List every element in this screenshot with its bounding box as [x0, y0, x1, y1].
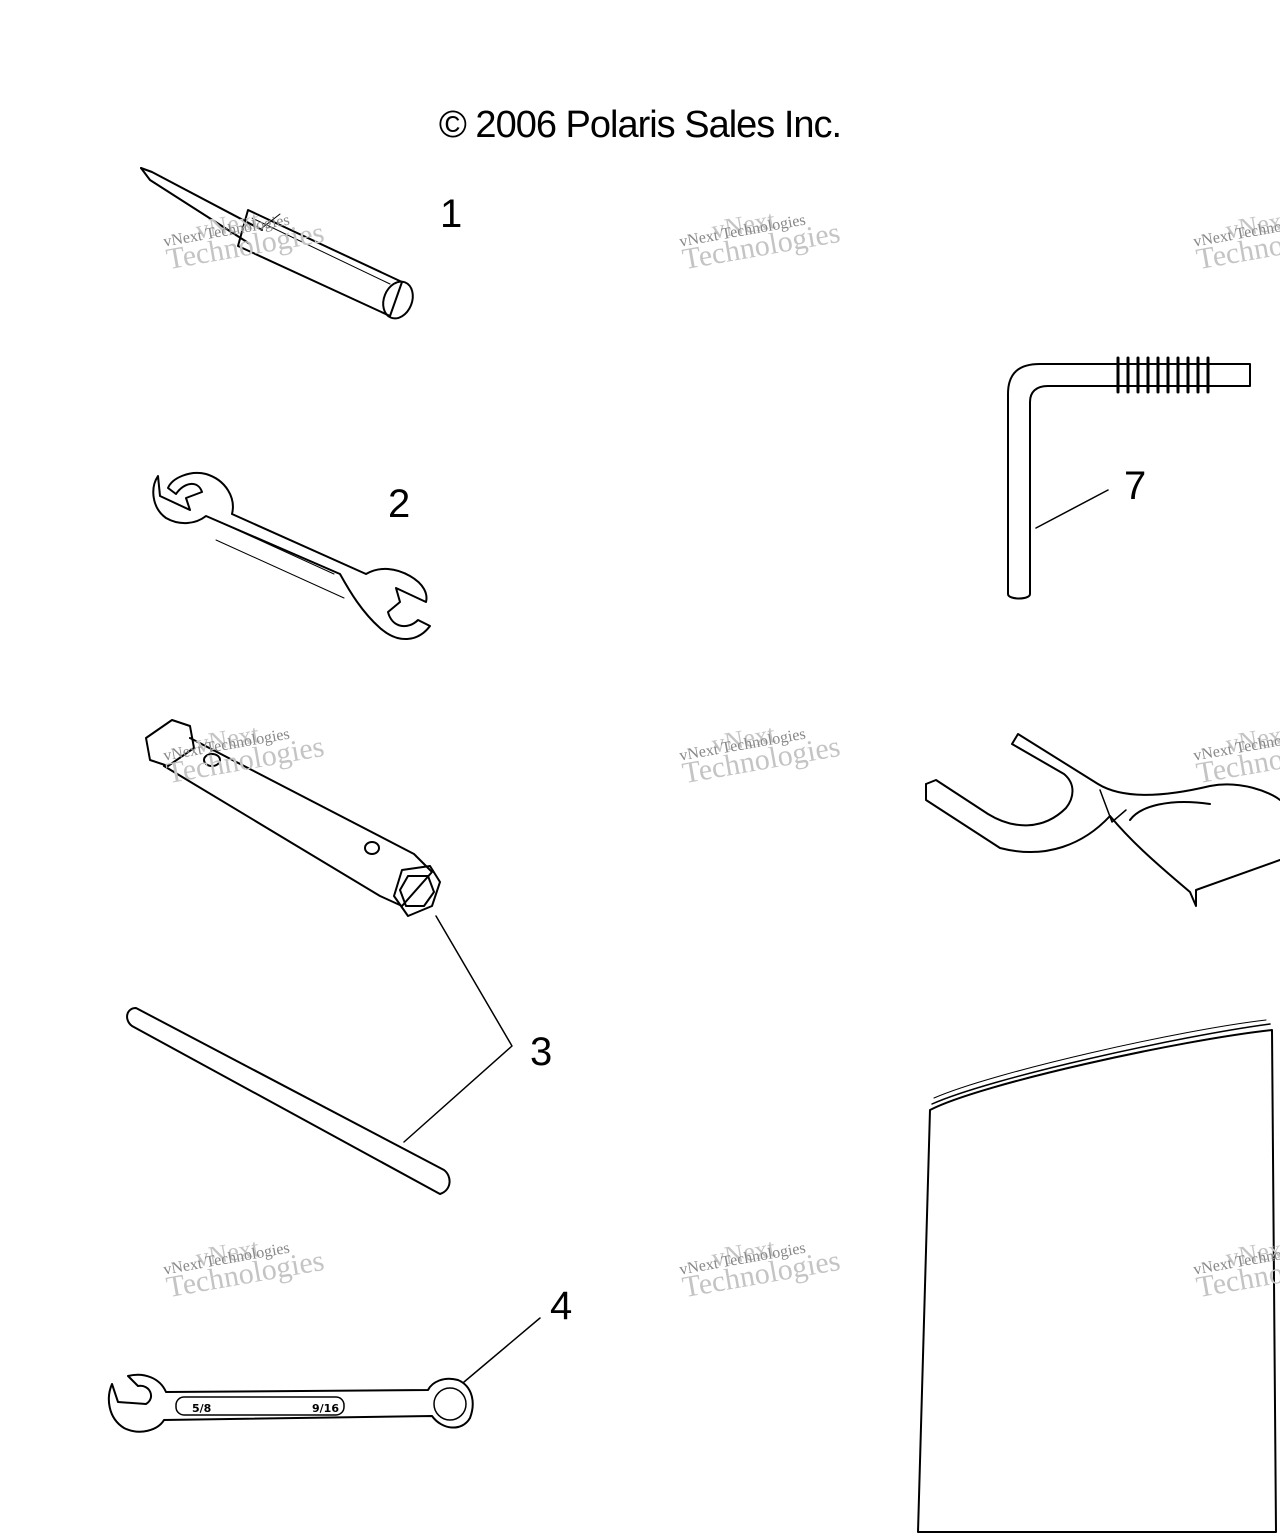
- callout-4: 4: [550, 1284, 573, 1328]
- wrench-size-left: 5/8: [192, 1402, 211, 1415]
- callout-7: 7: [1124, 464, 1147, 508]
- socket-wrench-part-3: [145, 719, 513, 1143]
- tommy-bar-part-3: [126, 1007, 451, 1195]
- callout-3: 3: [530, 1030, 553, 1074]
- open-end-wrench-part-2: [152, 472, 431, 641]
- combination-wrench-part-4: [107, 1317, 541, 1433]
- callout-1: 1: [440, 192, 463, 236]
- screwdriver-part-1: [140, 167, 414, 320]
- wrench-size-right: 9/16: [312, 1402, 339, 1415]
- copyright-text: © 2006 Polaris Sales Inc.: [438, 104, 842, 146]
- callout-2: 2: [388, 482, 411, 526]
- owners-manual-part: [917, 1019, 1277, 1533]
- spanner-part: [925, 733, 1280, 907]
- hex-key-part-7: [1007, 356, 1251, 600]
